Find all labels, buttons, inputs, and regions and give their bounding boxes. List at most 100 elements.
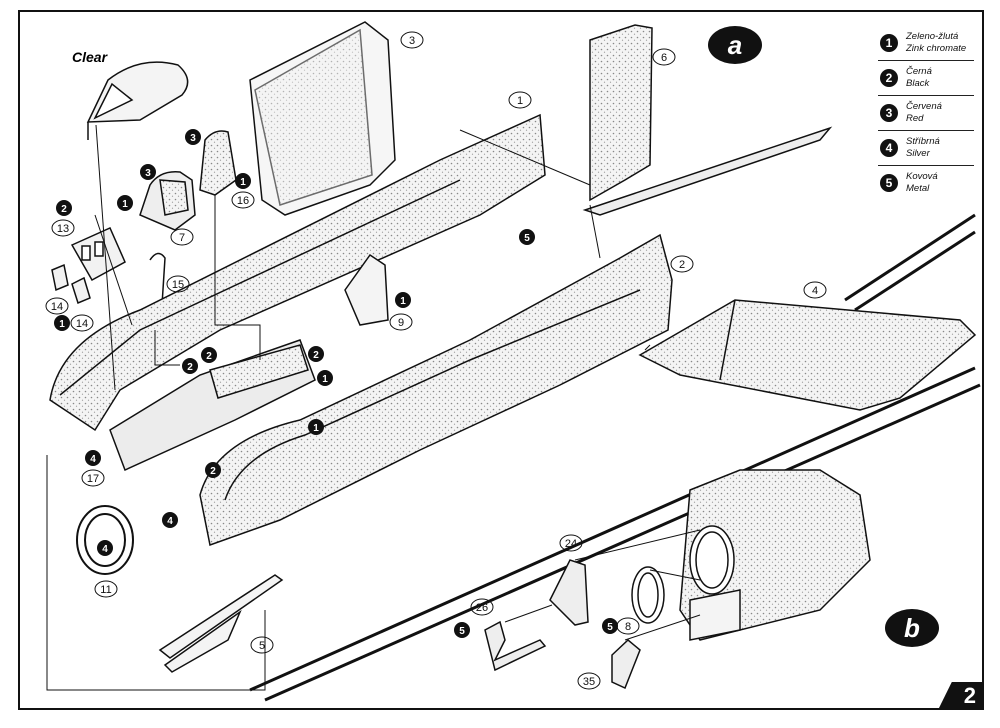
legend-czech-name: Stříbrná	[906, 136, 940, 147]
page-number: 2	[938, 682, 984, 710]
intake-ring-part-11	[76, 505, 134, 575]
svg-text:a: a	[728, 30, 742, 60]
part-callout-5: 5	[250, 636, 274, 654]
legend-number: 3	[880, 104, 898, 122]
clear-label: Clear	[72, 49, 109, 65]
legend-czech-name: Zeleno-žlutá	[906, 31, 959, 42]
svg-text:1: 1	[517, 95, 523, 107]
part-callout-7: 7	[170, 228, 194, 246]
legend-number: 2	[880, 69, 898, 87]
colour-callout: 1	[308, 419, 324, 435]
svg-text:26: 26	[476, 602, 488, 614]
part-callout-24: 24	[559, 534, 583, 552]
panel-13-part	[51, 227, 126, 305]
svg-text:1: 1	[322, 374, 328, 385]
part-callout-8: 8	[616, 617, 640, 635]
svg-text:3: 3	[145, 168, 151, 179]
colour-callout: 2	[308, 346, 324, 362]
part-callout-16: 16	[231, 191, 255, 209]
part-callout-6: 6	[652, 48, 676, 66]
canopy-part	[86, 61, 189, 140]
colour-callout: 1	[317, 370, 333, 386]
svg-text:6: 6	[661, 52, 667, 64]
legend-number: 4	[880, 139, 898, 157]
colour-callout: 4	[162, 512, 178, 528]
part-callout-9: 9	[389, 313, 413, 331]
colour-callout: 1	[54, 315, 70, 331]
seat-part	[139, 171, 196, 231]
svg-text:1: 1	[59, 319, 65, 330]
colour-callout: 4	[85, 450, 101, 466]
svg-text:11: 11	[100, 584, 111, 596]
vertical-fin-part-6	[582, 24, 833, 216]
legend-item-3: 3 Červená Red	[878, 96, 974, 131]
leader-lines	[46, 124, 701, 691]
legend-english-name: Zink chromate	[906, 43, 967, 54]
part-callout-26: 26	[470, 598, 494, 616]
svg-text:13: 13	[57, 223, 69, 235]
legend-number: 5	[880, 174, 898, 192]
small-parts-b	[484, 559, 665, 690]
legend-english-name: Red	[906, 113, 924, 124]
cockpit-tub	[109, 339, 316, 472]
svg-text:4: 4	[90, 454, 96, 465]
part-callout-35: 35	[577, 672, 601, 690]
svg-text:4: 4	[167, 516, 173, 527]
svg-text:b: b	[904, 613, 920, 643]
part-callout-15: 15	[166, 275, 190, 293]
svg-text:14: 14	[51, 301, 63, 313]
part-number-callouts: 3 6 1 2 4 7 16 13 15 14 14 9 17 11 5 24 …	[45, 31, 827, 690]
legend-czech-name: Černá	[906, 66, 932, 77]
colour-legend: 1 Zeleno-žlutá Zink chromate 2 Černá Bla…	[878, 26, 974, 200]
svg-text:5: 5	[259, 640, 265, 652]
legend-english-name: Metal	[906, 183, 930, 194]
part-callout-17: 17	[81, 469, 105, 487]
svg-text:1: 1	[313, 423, 319, 434]
svg-text:1: 1	[122, 199, 128, 210]
legend-item-1: 1 Zeleno-žlutá Zink chromate	[878, 26, 974, 61]
svg-text:24: 24	[565, 538, 577, 550]
svg-text:5: 5	[524, 233, 530, 244]
svg-text:3: 3	[190, 133, 196, 144]
legend-item-5: 5 Kovová Metal	[878, 166, 974, 200]
svg-text:7: 7	[179, 232, 185, 244]
legend-number: 1	[880, 34, 898, 52]
colour-callout: 2	[182, 358, 198, 374]
part-callout-2: 2	[670, 255, 694, 273]
svg-text:2: 2	[210, 466, 216, 477]
svg-text:4: 4	[812, 285, 818, 297]
svg-text:2: 2	[206, 351, 212, 362]
colour-callout: 5	[602, 618, 618, 634]
colour-callout: 3	[185, 129, 201, 145]
legend-czech-name: Kovová	[906, 171, 938, 182]
colour-callout: 1	[395, 292, 411, 308]
page-frame	[18, 10, 984, 710]
svg-text:1: 1	[240, 177, 246, 188]
step-badge-a: a	[708, 26, 762, 64]
svg-text:14: 14	[76, 318, 88, 330]
svg-text:2: 2	[187, 362, 193, 373]
rod-part-5	[158, 574, 284, 673]
svg-text:35: 35	[583, 676, 595, 688]
part-callout-11: 11	[94, 580, 118, 598]
svg-text:16: 16	[237, 195, 249, 207]
svg-text:15: 15	[172, 279, 184, 291]
colour-callout: 1	[117, 195, 133, 211]
part-callout-3: 3	[400, 31, 424, 49]
colour-callout: 2	[56, 200, 72, 216]
svg-text:5: 5	[607, 622, 613, 633]
part-callout-1: 1	[508, 91, 532, 109]
fuselage-half-3	[249, 21, 396, 216]
legend-czech-name: Červená	[906, 101, 942, 112]
section-divider-lines	[249, 213, 981, 702]
svg-text:3: 3	[409, 35, 415, 47]
step-badge-b: b	[885, 609, 939, 647]
svg-text:2: 2	[679, 259, 685, 271]
svg-text:1: 1	[400, 296, 406, 307]
legend-english-name: Black	[906, 78, 930, 89]
colour-callout: 5	[519, 229, 535, 245]
colour-callout: 1	[235, 173, 251, 189]
svg-text:5: 5	[459, 626, 465, 637]
